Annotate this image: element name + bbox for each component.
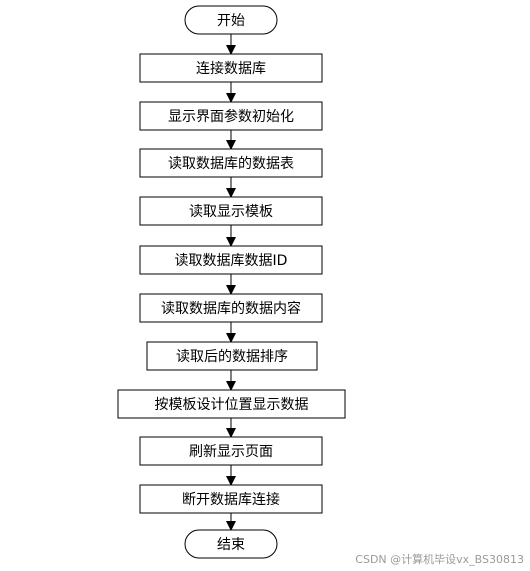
node-label: 显示界面参数初始化 [168,108,294,125]
node-label: 断开数据库连接 [182,491,280,508]
node-read-content: 读取数据库的数据内容 [139,293,323,323]
process-box [139,245,323,275]
node-read-id: 读取数据库数据ID [139,245,323,275]
process-box [139,101,323,131]
process-box [146,341,318,371]
node-label: 读取后的数据排序 [176,348,288,365]
terminal-shape [184,5,278,35]
node-label: 读取数据库的数据内容 [161,300,301,317]
node-show-by-template: 按模板设计位置显示数据 [117,389,346,419]
node-label: 结束 [217,537,245,553]
node-label: 读取数据库数据ID [175,252,288,269]
node-read-template: 读取显示模板 [139,196,323,226]
process-box [139,53,323,83]
process-box [117,389,346,419]
process-box [139,436,323,466]
process-box [139,148,323,178]
terminal-shape [184,529,278,559]
node-label: 连接数据库 [196,60,266,77]
node-start: 开始 [184,5,278,35]
node-label: 开始 [217,13,245,29]
watermark: CSDN @计算机毕设vx_BS30813 [355,553,524,566]
node-end: 结束 [184,529,278,559]
node-disconnect-db: 断开数据库连接 [139,484,323,514]
node-label: 按模板设计位置显示数据 [155,397,309,413]
node-label: 读取显示模板 [189,203,273,220]
process-box [139,293,323,323]
node-init-display: 显示界面参数初始化 [139,101,323,131]
node-refresh-page: 刷新显示页面 [139,436,323,466]
process-box [139,484,323,514]
node-label: 读取数据库的数据表 [168,155,294,172]
process-box [139,196,323,226]
node-connect-db: 连接数据库 [139,53,323,83]
node-label: 刷新显示页面 [189,444,273,460]
node-sort-data: 读取后的数据排序 [146,341,318,371]
node-read-table: 读取数据库的数据表 [139,148,323,178]
